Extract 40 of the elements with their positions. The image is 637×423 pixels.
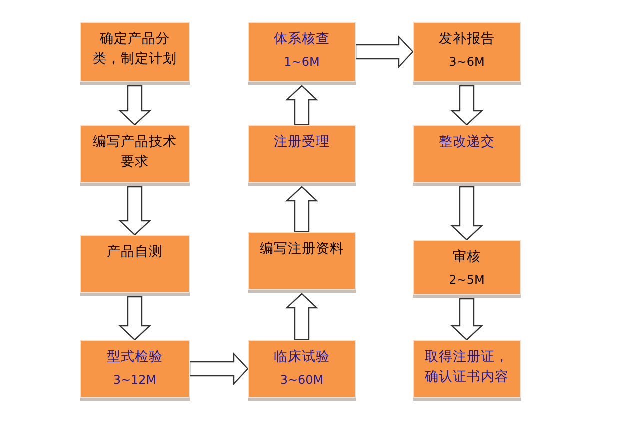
step-label: 注册受理 [273,133,331,152]
block-arrow [450,85,484,126]
process-box [413,240,521,295]
duration-label: 1~6M [283,54,321,71]
step-label: 型式检验 [106,348,164,367]
block-arrow [450,186,484,241]
process-box [80,340,190,398]
block-arrow [189,352,249,386]
block-arrow [118,85,152,126]
duration-label: 3~60M [279,372,325,389]
step-label: 体系核查 [273,30,331,49]
step-label: 产品自测 [106,243,164,262]
block-arrow [285,186,319,233]
duration-label: 2~5M [448,272,486,289]
duration-label: 3~6M [448,54,486,71]
process-box [80,235,190,293]
block-arrow [118,296,152,341]
process-box [80,125,190,183]
step-label: 临床试验 [273,348,331,367]
duration-label: 3~12M [112,372,158,389]
step-label: 确定产品分类，制定计划 [92,30,178,69]
process-box [413,340,521,398]
block-arrow [285,293,319,341]
process-box [248,340,356,398]
step-label: 编写注册资料 [259,240,345,259]
process-box [80,22,190,82]
step-label: 审核 [452,248,482,267]
step-label: 整改递交 [438,133,496,152]
process-box [248,232,356,290]
process-box [413,125,521,183]
block-arrow [355,35,414,69]
block-arrow [118,186,152,236]
step-label: 取得注册证，确认证书内容 [424,348,510,387]
step-label: 编写产品技术要求 [92,133,178,172]
block-arrow [450,298,484,341]
process-box [413,22,521,82]
step-label: 发补报告 [438,30,496,49]
process-box [248,125,356,183]
process-box [248,22,356,82]
block-arrow [285,85,319,126]
